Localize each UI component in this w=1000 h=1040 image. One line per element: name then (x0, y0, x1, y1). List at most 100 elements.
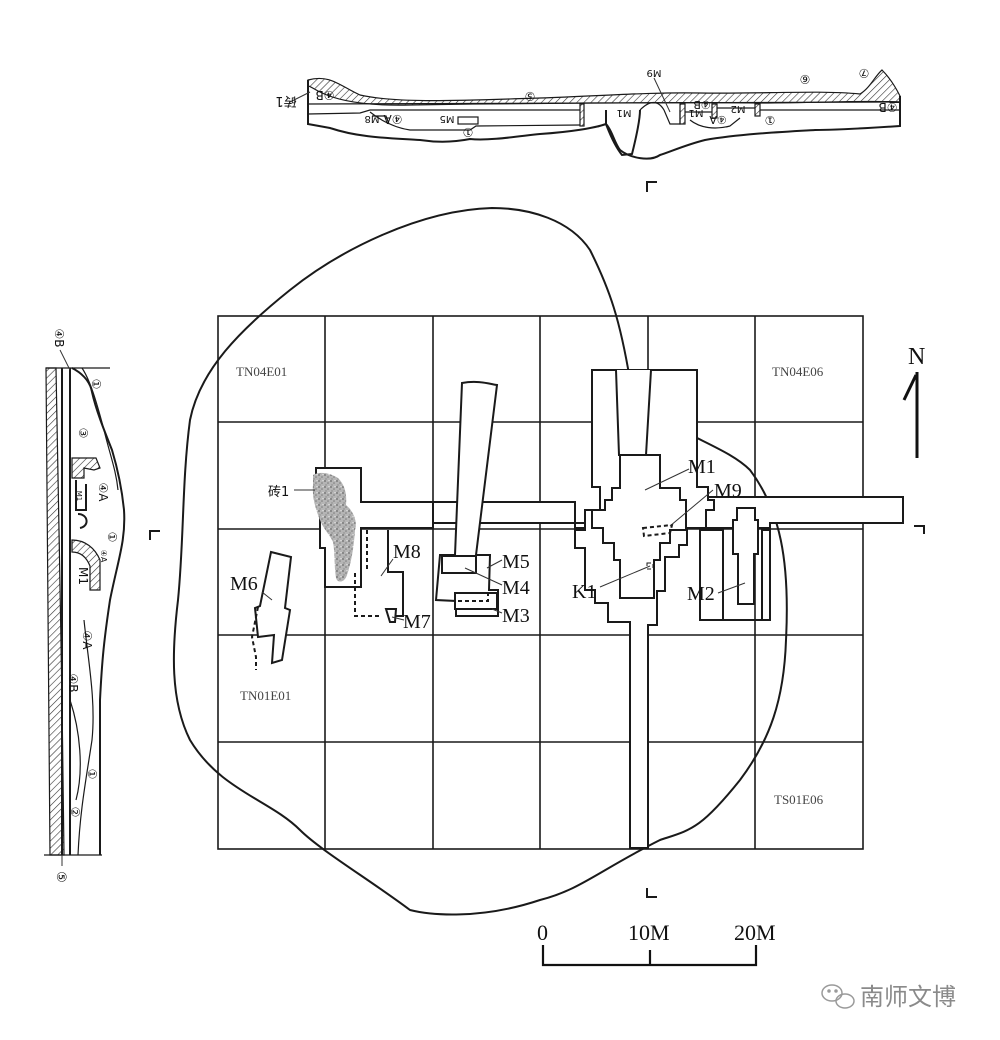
label-m2: M2 (687, 583, 715, 605)
section-marker (149, 530, 160, 540)
label-layer-7: ⑦ (859, 66, 870, 80)
label-layer-1: ① (85, 769, 99, 780)
m6-outline (253, 550, 293, 665)
label-layer-1: ① (89, 379, 103, 390)
layer-line (81, 367, 119, 491)
leader-line (644, 468, 690, 491)
m2-pit (699, 529, 771, 621)
label-m3: M3 (502, 605, 530, 627)
label-layer-1: ① (765, 113, 776, 127)
section-marker (646, 888, 657, 898)
wall-hatch (579, 103, 585, 127)
square-label-ts01e06: TS01E06 (774, 792, 824, 807)
leader-line (391, 616, 405, 621)
m7-outline (384, 608, 398, 623)
label-m5: M5 (440, 113, 455, 124)
m1-core (591, 454, 687, 599)
layer-line (69, 699, 81, 801)
label-layer-1: ① (463, 125, 474, 139)
label-k1: K1 (572, 581, 596, 603)
m8-dashed-edge (354, 530, 380, 617)
leader-line (486, 559, 503, 569)
north-arrow-barb (902, 374, 918, 401)
m1-small-box (75, 480, 87, 511)
wall-hatch (711, 103, 718, 119)
top-section-profile: 砖1 ④B ⑤ M8 ④A M5 ① M9 M1 M1 ④B ④A M2 ① ⑥… (275, 66, 901, 160)
watermark-text: 南师文博 (860, 983, 956, 1011)
section-marker (914, 525, 925, 534)
m8-box (372, 115, 390, 125)
leader-line (380, 558, 394, 577)
label-m1: M1 (617, 107, 632, 118)
leader-line (261, 591, 273, 601)
leader-line (59, 349, 71, 371)
square-label-tn01e01: TN01E01 (240, 688, 291, 703)
label-layer-4a: ④A (99, 550, 108, 563)
label-layer-3: ③ (76, 428, 90, 439)
label-m1-small: M1 (75, 491, 83, 502)
wall-hatch (754, 103, 761, 117)
m3-dashed-edge (458, 590, 489, 602)
wechat-icon (821, 984, 855, 1009)
m5-box (457, 116, 479, 125)
label-layer-1: ① (105, 532, 119, 543)
leader-line (464, 567, 503, 586)
label-layer-4a: ④A (96, 483, 110, 503)
scale-bar-line (541, 945, 758, 967)
profile-outline (71, 367, 126, 855)
label-brick1-section: 砖1 (275, 93, 296, 108)
label-layer-4a: ④A (709, 113, 727, 126)
layer-line (685, 107, 900, 113)
m2-outline (732, 507, 759, 605)
label-layer-4b: ④B (66, 674, 80, 693)
m1-pit (605, 109, 641, 157)
scale-tick-0: 0 (537, 920, 548, 945)
square-label-tn04e01: TN04E01 (236, 364, 287, 379)
scale-tick-10m: 10M (628, 920, 670, 945)
label-m8: M8 (393, 541, 421, 563)
label-m9: M9 (714, 480, 742, 502)
label-layer-4a: ④A (80, 631, 94, 651)
label-m9: M9 (647, 67, 662, 78)
arch-glyph (77, 513, 88, 529)
leader-line (289, 91, 311, 103)
label-m1: M1 (76, 567, 90, 585)
m9-dashed-outline (641, 523, 674, 538)
scale-tick-20m: 20M (734, 920, 776, 945)
k1-outline (646, 562, 654, 570)
m6-dashed-edge (250, 606, 259, 670)
square-label-tn04e06: TN04E06 (772, 364, 824, 379)
leader-line (599, 565, 651, 588)
topsoil-hatch (307, 69, 901, 106)
label-m4: M4 (502, 577, 530, 599)
leader-line (717, 582, 746, 594)
scale-bar: 0 10M 20M (537, 920, 776, 967)
layer-line (307, 109, 580, 115)
label-m8: M8 (365, 113, 380, 124)
label-layer-4b: ④B (693, 98, 710, 111)
left-section-profile: ④B ① ③ ④A M1 ① ④A M1 ④A ④B ① ② ⑤ (44, 329, 126, 883)
leader-line (491, 608, 503, 614)
label-m7: M7 (403, 611, 431, 633)
north-arrow: N (902, 344, 925, 458)
label-layer-5: ⑤ (53, 871, 68, 883)
top-profile-outline (307, 80, 901, 160)
label-layer-4b: ④B (52, 329, 66, 348)
label-m5: M5 (502, 551, 530, 573)
label-m1: M1 (688, 456, 716, 478)
brick1-scatter (312, 472, 356, 582)
label-layer-4b: ④B (316, 88, 335, 102)
layer-line (689, 117, 741, 129)
label-layer-4a: ④A (383, 112, 403, 126)
north-label: N (908, 344, 925, 370)
watermark: 南师文博 (821, 983, 956, 1011)
leader-line (653, 77, 671, 113)
label-m6: M6 (230, 573, 258, 595)
m1-wall-hatch (71, 457, 101, 479)
label-layer-2: ② (68, 807, 82, 818)
central-trench (434, 380, 499, 617)
m9-mound (639, 101, 681, 125)
m8-outline (387, 530, 404, 617)
label-layer-5: ⑤ (525, 89, 536, 103)
